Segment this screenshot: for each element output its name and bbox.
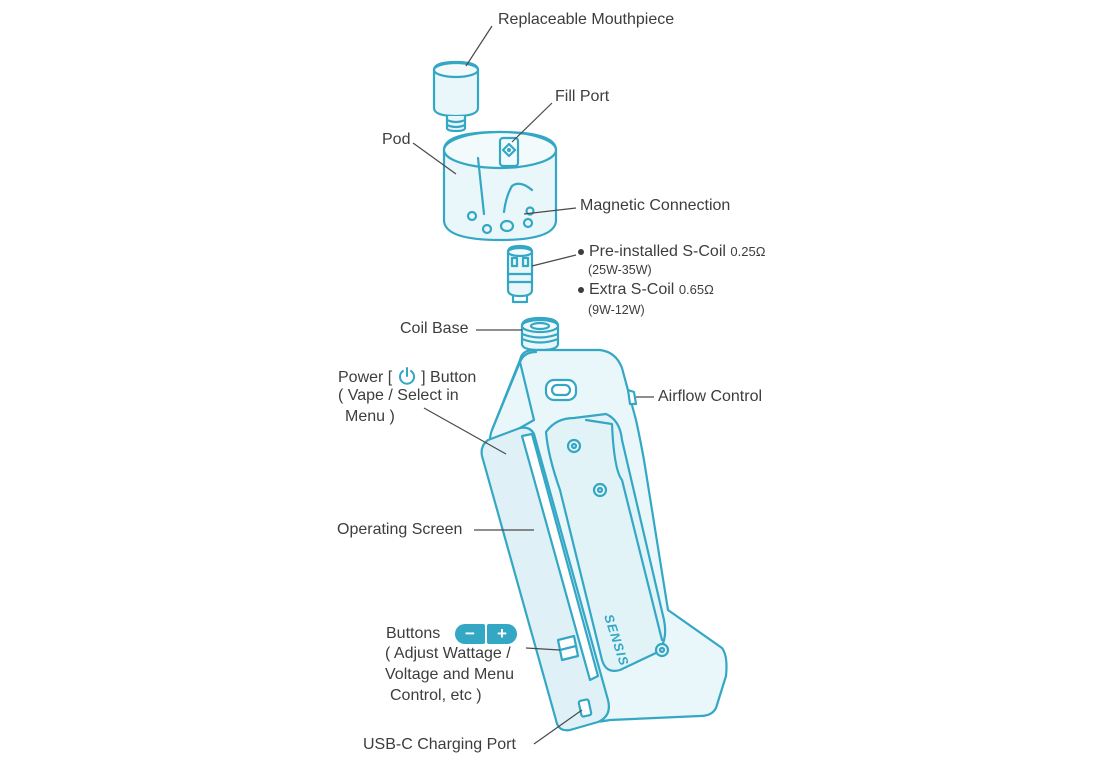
label-coil-extra-range: (9W-12W) [588, 303, 645, 317]
leader-buttons [525, 647, 561, 651]
leader-usb [533, 709, 583, 745]
label-buttons-line4: Control, etc ) [390, 687, 482, 704]
label-coil-preinstalled-range: (25W-35W) [588, 263, 652, 277]
leader-mouthpiece [465, 25, 493, 67]
label-usb-port: USB-C Charging Port [363, 736, 516, 753]
label-buttons-line2: ( Adjust Wattage / [385, 645, 511, 662]
label-power-line3: Menu ) [345, 408, 395, 425]
label-fill-port: Fill Port [555, 88, 610, 105]
leader-power [423, 407, 507, 455]
power-suffix: ] Button [421, 369, 477, 386]
leader-pod [412, 142, 457, 175]
label-coil-extra: Extra S-Coil 0.65Ω [578, 280, 714, 300]
label-mouthpiece: Replaceable Mouthpiece [498, 11, 675, 28]
coil-preinstalled-name: Pre-installed S-Coil [589, 243, 726, 260]
coil-base-illustration [520, 316, 560, 352]
label-pod: Pod [382, 131, 411, 148]
label-magnetic-connection: Magnetic Connection [580, 197, 731, 214]
device-body-illustration [480, 348, 728, 732]
coil-illustration [506, 244, 534, 304]
pod-illustration [442, 130, 558, 242]
label-coil-base: Coil Base [400, 320, 469, 337]
power-prefix: Power [ [338, 369, 393, 386]
leader-lines [412, 25, 654, 745]
mouthpiece-illustration [432, 60, 480, 133]
label-power-button: Power [ ] Button [338, 366, 476, 388]
coil-extra-ohm: 0.65Ω [678, 282, 714, 297]
label-airflow-control: Airflow Control [658, 388, 763, 405]
label-coil-preinstalled: Pre-installed S-Coil 0.25Ω [578, 242, 765, 262]
minus-button-icon: − [455, 624, 485, 644]
label-buttons: Buttons [386, 625, 441, 642]
bullet-dot [578, 286, 584, 293]
coil-extra-name: Extra S-Coil [589, 281, 675, 298]
leader-coil [531, 254, 577, 267]
label-buttons-line3: Voltage and Menu [385, 666, 514, 683]
coil-preinstalled-ohm: 0.25Ω [730, 244, 766, 259]
leader-fill-port [511, 102, 553, 143]
plus-button-icon: + [487, 624, 517, 644]
power-icon [398, 367, 415, 385]
label-operating-screen: Operating Screen [337, 521, 463, 538]
label-power-line2: ( Vape / Select in [338, 387, 459, 404]
leader-magnetic [523, 207, 577, 215]
bullet-dot [578, 248, 584, 255]
